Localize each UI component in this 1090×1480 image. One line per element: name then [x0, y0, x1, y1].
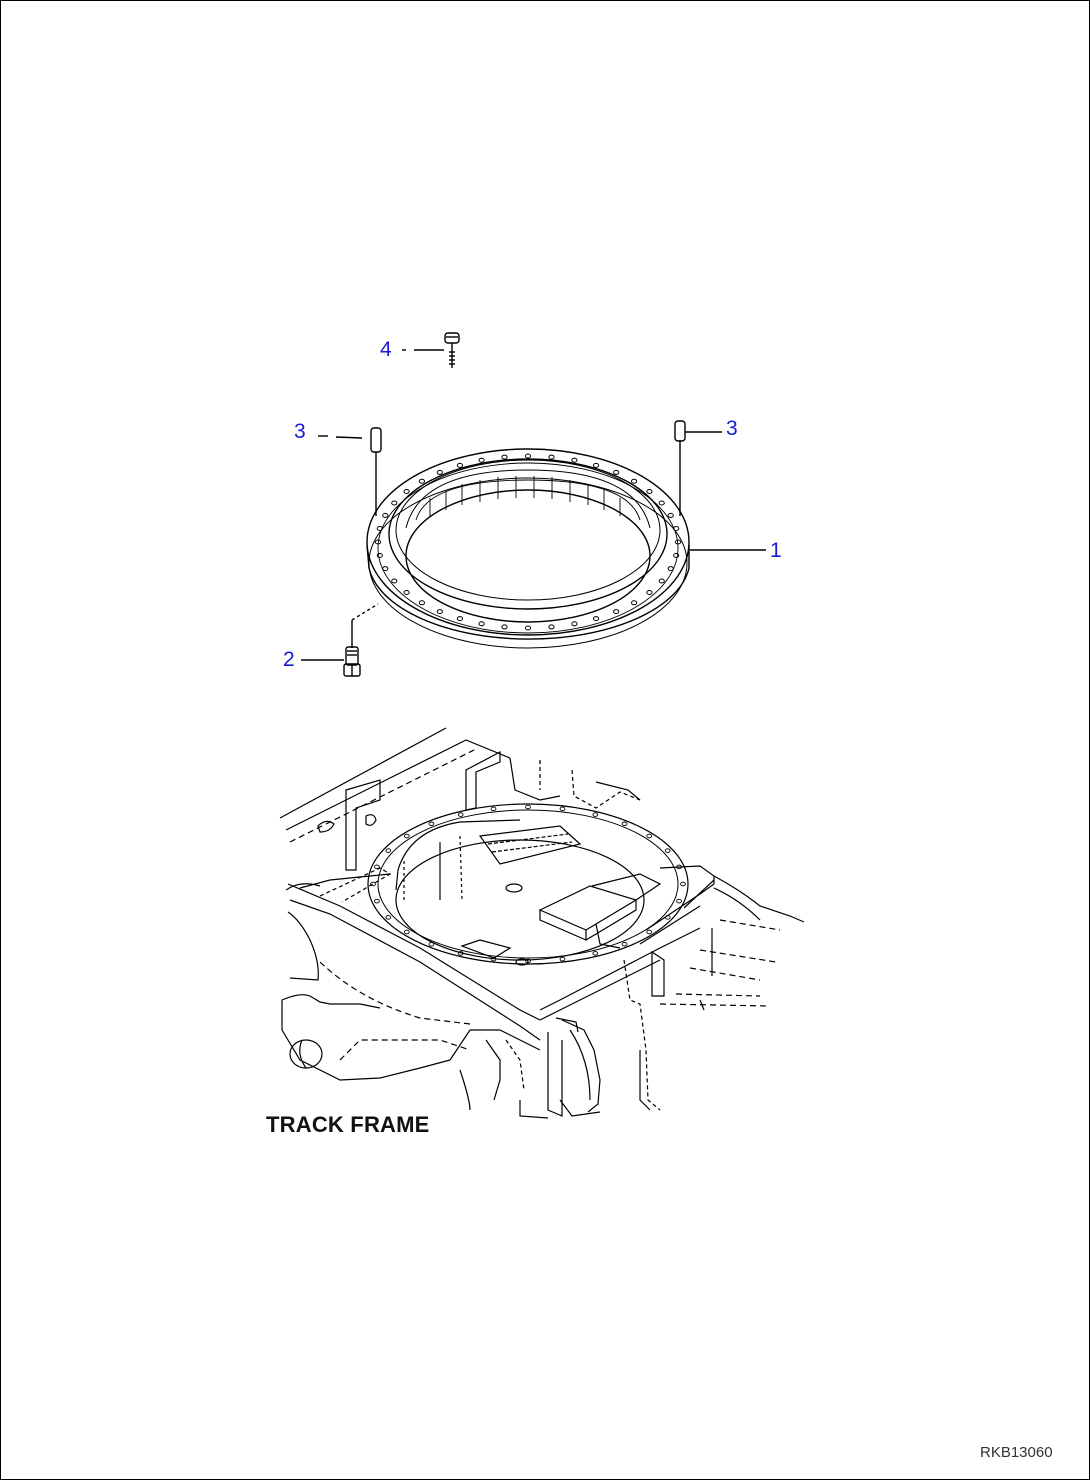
bolt-hole-icon — [385, 848, 392, 853]
bolt-hole-icon — [391, 578, 398, 584]
track-frame-drawing — [279, 727, 805, 1119]
stud-part-3-left-icon — [370, 427, 382, 453]
bolt-hole-icon — [559, 956, 566, 962]
bolt-hole-icon — [658, 578, 665, 584]
bolt-hole-icon — [403, 929, 410, 935]
bolt-hole-icon — [436, 469, 443, 475]
bolt-hole-icon — [478, 621, 485, 627]
bolt-hole-icon — [613, 469, 620, 475]
bolt-hole-icon — [676, 898, 682, 904]
bolt-hole-icon — [418, 600, 425, 606]
callout-part-4[interactable]: 4 — [380, 338, 392, 361]
track-frame-caption: TRACK FRAME — [266, 1112, 430, 1137]
bolt-hole-icon — [428, 821, 435, 827]
bolt-hole-icon — [621, 941, 628, 947]
bolt-hole-icon — [559, 806, 566, 812]
bolt-hole-icon — [525, 804, 531, 810]
bolt-hole-icon — [658, 500, 665, 506]
bolt-hole-icon — [436, 609, 443, 615]
bolt-part-2-icon — [343, 640, 361, 677]
bolt-hole-icon — [490, 956, 497, 962]
bolt-hole-icon — [501, 624, 508, 630]
bolt-hole-icon — [680, 881, 686, 887]
bolt-hole-icon — [376, 526, 383, 531]
stud-part-3-right-icon — [674, 420, 686, 442]
callout-part-1[interactable]: 1 — [770, 539, 782, 562]
bolt-hole-icon — [631, 600, 638, 606]
figure-reference-number: RKB13060 — [980, 1444, 1053, 1461]
bolt-hole-icon — [428, 941, 435, 947]
bolt-hole-icon — [457, 951, 464, 956]
bolt-hole-icon — [382, 566, 389, 572]
bolt-part-4-icon — [444, 332, 460, 368]
bolt-hole-icon — [646, 833, 653, 839]
bolt-hole-icon — [646, 590, 653, 595]
leader-lines — [301, 349, 766, 661]
bolt-hole-icon — [646, 489, 653, 494]
bolt-hole-icon — [501, 454, 508, 460]
bolt-hole-icon — [548, 454, 555, 460]
bolt-hole-icon — [457, 812, 464, 817]
bolt-hole-icon — [673, 526, 680, 531]
bolt-hole-icon — [374, 539, 382, 545]
callout-part-3-right[interactable]: 3 — [726, 417, 738, 440]
callout-part-3-left[interactable]: 3 — [294, 420, 306, 443]
bolt-hole-icon — [646, 929, 653, 935]
bolt-hole-icon — [664, 848, 671, 853]
bolt-hole-icon — [592, 812, 599, 817]
bolt-hole-icon — [456, 616, 463, 622]
bolt-hole-icon — [490, 806, 497, 812]
bolt-hole-icon — [403, 590, 410, 595]
bolt-hole-icon — [374, 898, 380, 904]
swing-circle-part-1 — [366, 448, 690, 649]
bolt-hole-icon — [571, 457, 578, 463]
bolt-hole-icon — [382, 512, 389, 518]
bolt-hole-icon — [673, 553, 680, 558]
bolt-hole-icon — [370, 881, 376, 887]
bolt-hole-icon — [667, 512, 674, 518]
bolt-hole-icon — [385, 915, 392, 920]
callout-part-2[interactable]: 2 — [283, 648, 295, 671]
bolt-hole-icon — [376, 553, 383, 558]
bolt-hole-icon — [418, 478, 425, 484]
bolt-hole-icon — [674, 539, 682, 545]
bolt-hole-icon — [621, 821, 628, 827]
bolt-hole-icon — [524, 625, 532, 631]
bolt-hole-icon — [664, 915, 671, 920]
bolt-hole-icon — [613, 609, 620, 615]
bolt-hole-icon — [524, 453, 532, 459]
bolt-hole-icon — [571, 621, 578, 627]
bolt-hole-icon — [592, 951, 599, 956]
bolt-hole-icon — [478, 457, 485, 463]
bolt-hole-icon — [403, 833, 410, 839]
bolt-hole-icon — [456, 462, 463, 468]
bolt-hole-icon — [593, 462, 600, 468]
bolt-hole-icon — [525, 958, 531, 964]
bolt-hole-icon — [391, 500, 398, 506]
bolt-hole-icon — [593, 616, 600, 622]
bolt-hole-icon — [676, 864, 682, 870]
bolt-hole-icon — [374, 864, 380, 870]
bolt-hole-icon — [403, 489, 410, 494]
bolt-hole-icon — [631, 478, 638, 484]
bolt-hole-icon — [667, 566, 674, 572]
bolt-hole-icon — [548, 624, 555, 630]
